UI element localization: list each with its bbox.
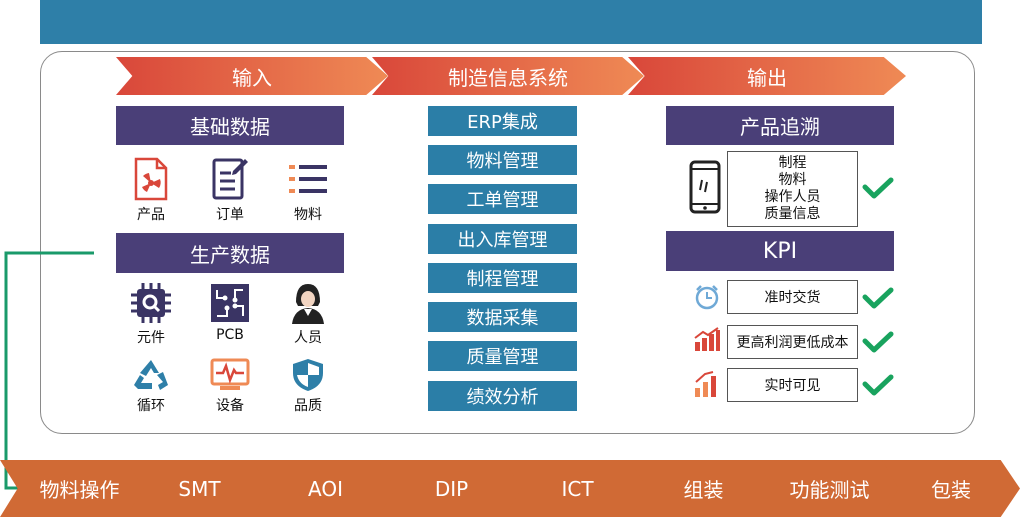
header-stage-label: 输出 <box>747 65 787 90</box>
header-stage-output: 输出 <box>628 57 906 95</box>
product-document-icon <box>134 157 168 201</box>
production-item-label: 循环 <box>137 398 165 414</box>
check-icon <box>862 331 894 353</box>
module-material-mgmt: 物料管理 <box>428 145 577 175</box>
check-icon <box>862 177 894 199</box>
basic-item-material: 物料 <box>278 157 338 224</box>
production-item-label: PCB <box>216 327 244 343</box>
kpi-title-label: KPI <box>762 238 798 264</box>
trace-line: 操作人员 <box>764 189 821 205</box>
smartphone-icon <box>689 160 721 214</box>
kpi-box: 实时可见 <box>727 368 858 402</box>
header-stage-label: 输入 <box>232 65 272 90</box>
shield-icon <box>293 359 323 391</box>
monitor-pulse-icon <box>210 358 250 390</box>
production-item-label: 品质 <box>294 398 322 414</box>
module-warehouse: 出入库管理 <box>428 224 577 254</box>
module-quality: 质量管理 <box>428 341 577 371</box>
header-stage-system: 制造信息系统 <box>372 57 644 95</box>
header-stage-input: 输入 <box>116 57 388 95</box>
production-item-quality: 品质 <box>278 358 338 415</box>
recycle-icon <box>134 360 168 390</box>
production-item-label: 元件 <box>137 330 165 346</box>
basic-item-label: 产品 <box>137 207 165 223</box>
production-data-title-label: 生产数据 <box>190 242 270 267</box>
kpi-label: 准时交货 <box>764 290 821 306</box>
production-item-label: 人员 <box>294 330 322 346</box>
production-item-cycle: 循环 <box>121 358 181 415</box>
basic-item-label: 订单 <box>216 207 244 223</box>
module-erp: ERP集成 <box>428 106 577 136</box>
production-item-label: 设备 <box>216 398 244 414</box>
growth-chart-icon <box>695 371 716 397</box>
trace-line: 物料 <box>778 172 807 188</box>
process-step-label: ICT <box>561 476 594 501</box>
basic-item-label: 物料 <box>294 207 322 223</box>
top-banner <box>40 0 982 44</box>
basic-data-title-label: 基础数据 <box>190 115 270 139</box>
module-label: ERP集成 <box>467 112 538 133</box>
module-label: 质量管理 <box>466 347 539 368</box>
basic-item-order: 订单 <box>200 157 260 224</box>
trace-line: 质量信息 <box>764 206 821 222</box>
basic-item-product: 产品 <box>121 157 181 224</box>
module-label: 工单管理 <box>466 190 539 211</box>
material-list-icon <box>289 165 327 193</box>
module-process: 制程管理 <box>428 263 577 293</box>
process-step-ict: ICT <box>504 460 651 517</box>
production-item-component: 元件 <box>121 282 181 347</box>
circuit-board-icon <box>211 284 249 322</box>
production-item-equipment: 设备 <box>200 358 260 415</box>
trace-line: 制程 <box>778 155 807 171</box>
process-step-function-test: 功能测试 <box>756 460 903 517</box>
process-step-aoi: AOI <box>252 460 399 517</box>
traceability-title-label: 产品追溯 <box>740 115 820 139</box>
production-data-title: 生产数据 <box>116 233 344 273</box>
module-performance: 绩效分析 <box>428 381 577 411</box>
module-label: 绩效分析 <box>466 387 539 408</box>
module-label: 数据采集 <box>466 308 539 329</box>
production-item-personnel: 人员 <box>278 282 338 347</box>
kpi-label: 更高利润更低成本 <box>736 335 849 351</box>
process-step-label: 包装 <box>931 478 971 502</box>
process-step-label: DIP <box>434 476 469 501</box>
production-item-pcb: PCB <box>200 282 260 343</box>
kpi-label: 实时可见 <box>764 378 821 394</box>
process-step-assembly: 组装 <box>630 460 777 517</box>
module-data-collection: 数据采集 <box>428 302 577 332</box>
traceability-title: 产品追溯 <box>666 106 894 145</box>
basic-data-title: 基础数据 <box>116 106 344 145</box>
traceability-box: 制程 物料 操作人员 质量信息 <box>727 151 858 227</box>
clock-icon <box>695 285 719 310</box>
module-work-order: 工单管理 <box>428 184 577 214</box>
connector-line <box>4 251 94 490</box>
process-step-label: 功能测试 <box>789 478 870 502</box>
process-step-smt: SMT <box>126 460 273 517</box>
order-form-icon <box>212 158 248 200</box>
process-step-packaging: 包装 <box>882 460 1020 517</box>
person-icon <box>292 284 324 324</box>
module-label: 制程管理 <box>466 269 539 290</box>
process-step-label: 物料操作 <box>39 478 120 502</box>
process-step-label: 组装 <box>683 478 724 502</box>
header-stage-label: 制造信息系统 <box>448 65 568 90</box>
process-step-material: 物料操作 <box>0 460 147 517</box>
check-icon <box>862 374 894 396</box>
module-label: 出入库管理 <box>457 230 548 251</box>
process-step-label: SMT <box>178 476 221 501</box>
kpi-box: 准时交货 <box>727 280 858 314</box>
module-label: 物料管理 <box>466 151 539 172</box>
kpi-box: 更高利润更低成本 <box>727 325 858 359</box>
process-step-label: AOI <box>308 476 343 501</box>
process-step-dip: DIP <box>378 460 525 517</box>
profit-bar-chart-icon <box>694 327 720 351</box>
chip-magnifier-icon <box>131 283 171 323</box>
kpi-title: KPI <box>666 231 894 271</box>
check-icon <box>862 287 894 309</box>
